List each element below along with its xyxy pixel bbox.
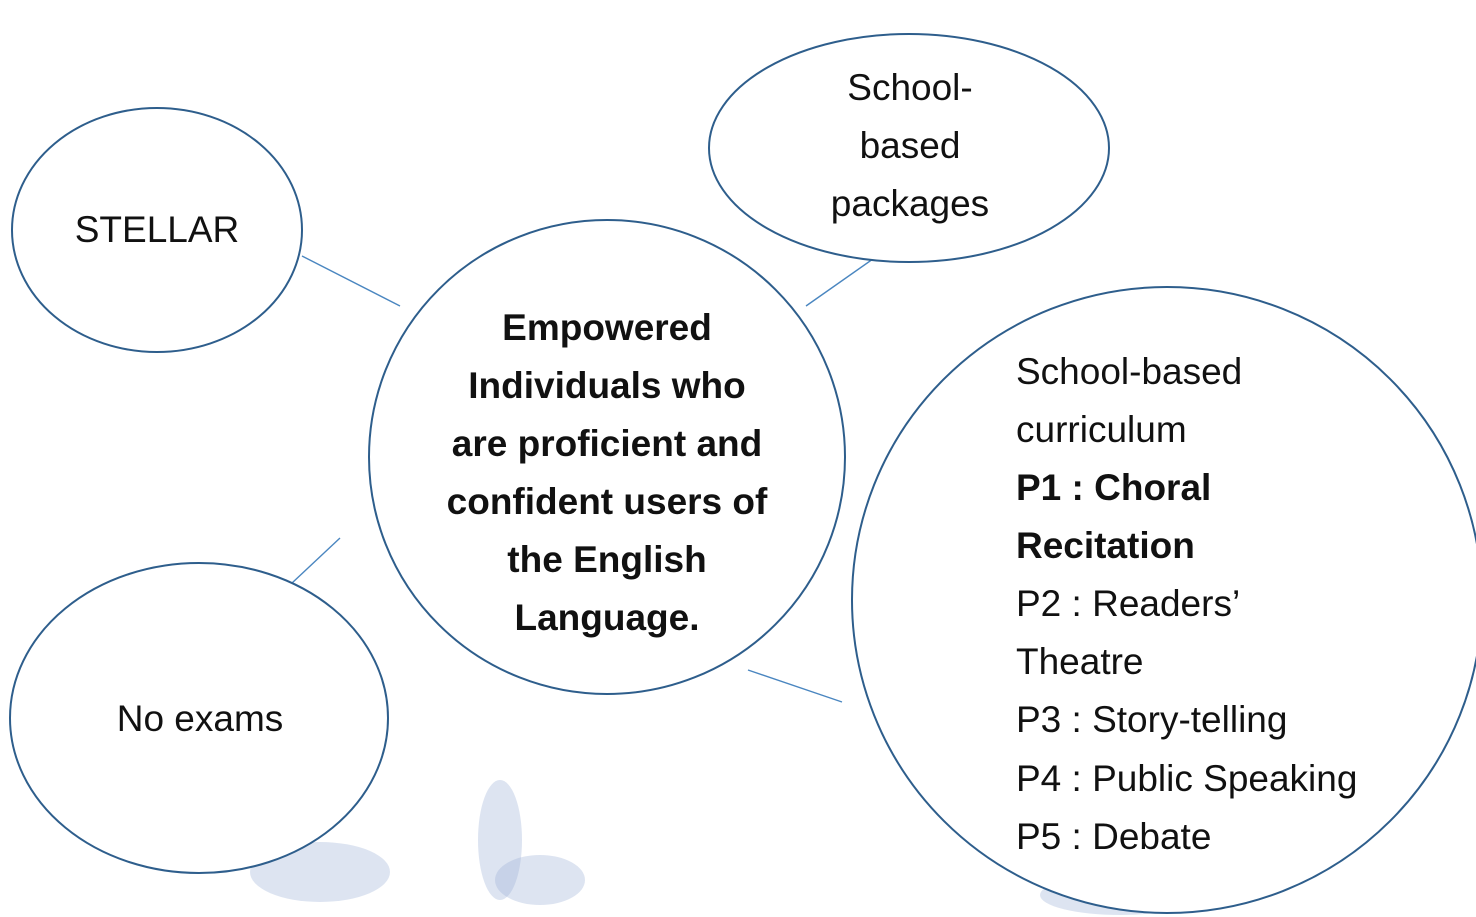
center-line-6: Language.	[514, 597, 700, 639]
center-line-4: confident users of	[446, 481, 768, 522]
curriculum-item-p1-line-1: P1 : Choral	[1016, 467, 1212, 509]
exams-label: No exams	[40, 660, 360, 778]
connector-packages	[805, 253, 881, 307]
connector-curriculum	[747, 669, 843, 703]
packages-node	[708, 33, 1110, 263]
curriculum-item-p4: P4 : Public Speaking	[1016, 757, 1358, 799]
curriculum-item-p2-line-2: Theatre	[1016, 641, 1144, 683]
exams-node	[9, 562, 389, 874]
curriculum-item-p2-line-1: P2 : Readers’	[1016, 583, 1241, 625]
stellar-text: STELLAR	[74, 208, 240, 250]
connector-stellar	[301, 255, 401, 307]
stellar-node	[11, 107, 303, 353]
center-line-2: Individuals who	[468, 364, 746, 406]
center-label: Empowered Individuals who are proficient…	[400, 286, 814, 660]
curriculum-label: School-based curriculum P1 : Choral Reci…	[1016, 343, 1416, 863]
packages-line-1: School-	[847, 66, 973, 108]
curriculum-node	[851, 286, 1476, 914]
curriculum-heading-2: curriculum	[1016, 409, 1187, 451]
curriculum-item-p5: P5 : Debate	[1016, 815, 1212, 857]
curriculum-item-p1-line-2: Recitation	[1016, 525, 1195, 567]
center-line-3: are proficient and	[451, 422, 763, 464]
packages-line-2: based	[859, 124, 961, 166]
center-line-1: Empowered	[502, 306, 712, 348]
curriculum-heading-1: School-based	[1016, 351, 1243, 392]
center-line-5: the English	[507, 539, 707, 581]
connector-exams	[291, 537, 341, 584]
center-node	[368, 219, 846, 695]
packages-line-3: packages	[830, 183, 990, 225]
stellar-label: STELLAR	[17, 108, 297, 352]
packages-label: School- based packages	[760, 40, 1060, 252]
exams-text: No exams	[116, 697, 284, 739]
curriculum-item-p3: P3 : Story-telling	[1016, 699, 1288, 741]
